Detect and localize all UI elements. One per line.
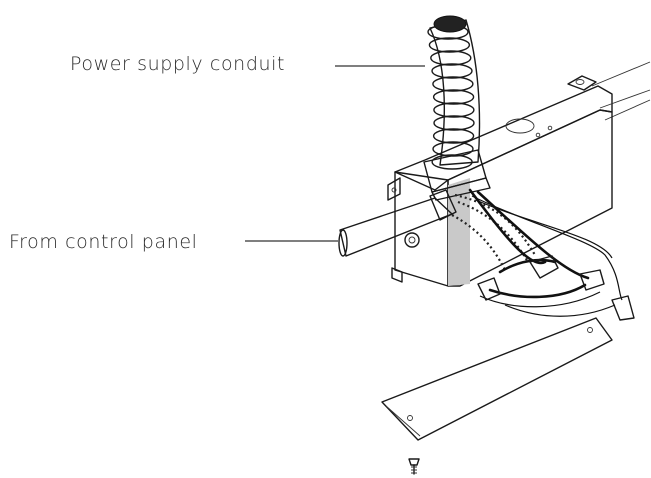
flexible-conduit <box>427 15 481 170</box>
conduit-opening <box>433 15 467 33</box>
conduit-rib <box>430 50 472 66</box>
conduit-rib <box>432 76 474 92</box>
junction-box <box>387 61 651 287</box>
conduit-rib <box>431 63 473 79</box>
wires <box>468 188 623 317</box>
conduit-rib <box>433 102 475 118</box>
screw-icon <box>408 458 420 475</box>
conduit-rib <box>432 89 475 105</box>
conduit-label: Power supply conduit <box>70 53 286 75</box>
control-panel-label: From control panel <box>9 231 198 253</box>
conduit-rib <box>432 128 475 144</box>
conduit-rib <box>432 141 474 157</box>
cover-plate <box>381 317 613 441</box>
conduit-rib <box>428 37 471 53</box>
conduit-rib <box>431 154 473 170</box>
conduit-rib <box>433 115 475 131</box>
conduit-fitting <box>423 149 491 201</box>
wire-nuts <box>477 255 635 321</box>
control-panel-cable <box>338 189 457 257</box>
